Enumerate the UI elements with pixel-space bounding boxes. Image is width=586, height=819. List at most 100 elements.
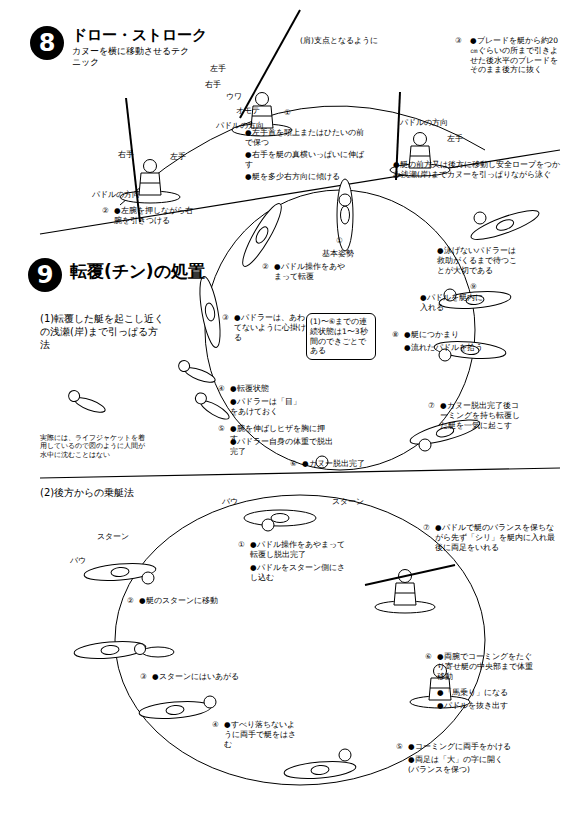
callout-number: ① (284, 108, 291, 118)
section-heading: 9 転覆(チン)の処置 (28, 258, 248, 294)
kayak-topview (237, 200, 287, 270)
note-text: ●両足は「大」の字に開く(バランスを保つ) (408, 755, 503, 775)
note-text: スターン (97, 532, 129, 542)
kayak-topview (138, 699, 211, 721)
note-text: ●パドラーは、あわてないように心掛ける (234, 313, 306, 342)
swimmer (66, 389, 108, 415)
note-text: ●パドルを抜き出す (437, 701, 508, 711)
callout-number: ⑤ (396, 742, 403, 752)
note-text: (2)後方からの乗艇法 (40, 486, 170, 499)
note-text: ●スターンにはいあがる (152, 672, 239, 682)
callout-number: ④ (218, 384, 225, 394)
note-text: ●「馬乗り」になる (437, 688, 508, 698)
section-title: 転覆(チン)の処置 (70, 260, 205, 283)
kayak-topview (468, 205, 541, 245)
paddle (126, 98, 140, 222)
swimmer (176, 359, 218, 385)
note-text: ●パドル操作をあやまって転覆し脱出完了 (250, 540, 350, 560)
note-text: 左手 (170, 152, 186, 162)
callout-number: ⑥ (290, 459, 297, 469)
paddle (240, 10, 300, 118)
note-text: 右手 (205, 80, 221, 90)
note-text: ●カヌー脱出完了 (302, 459, 365, 469)
swimmer (192, 391, 233, 422)
sequence-circle (115, 495, 485, 785)
section-number: 8 (30, 26, 64, 60)
note-text: ●艇のスターンに移動 (139, 596, 218, 606)
section-title: ドロー・ストローク (72, 26, 207, 45)
swimmer (135, 644, 175, 658)
callout-number: ③ (140, 672, 147, 682)
callout-number: ① (238, 540, 245, 550)
note-text: バウ (222, 497, 238, 507)
note-box: (1)〜⑥までの連続状態は1〜3秒間のできごとである (306, 313, 376, 360)
callout-number: ③ (455, 36, 462, 46)
note-text: 左手 (447, 134, 463, 144)
note-text: ●パドルをスターン側にさし込む (250, 563, 350, 583)
section-subtitle: カヌーを横に移動させるテクニック (72, 46, 197, 68)
callout-number: ③ (222, 313, 229, 323)
callout-number: ② (262, 262, 269, 272)
note-text: (肩)支点となるように (300, 36, 400, 46)
sequence-arc (120, 106, 485, 205)
helmet-head (474, 212, 486, 224)
kayak-topview (337, 179, 353, 251)
note-text: ●艇を多少右方向に傾ける (245, 172, 370, 182)
note-text: ウワ (226, 92, 242, 102)
note-text: ●右手を艇の真横いっぱいに伸ばす (245, 150, 370, 170)
note-text: ●流れたパドルを拾う (404, 343, 483, 353)
note-text: パドルの方向 (92, 190, 140, 200)
callout-number: ② (127, 596, 134, 606)
note-text: ●ブレードを艇から約20㎝ぐらいの所まで引きよせた後水平のブレードをそのまま後方… (470, 36, 565, 75)
section-number: 9 (28, 258, 62, 292)
callout-number: ④ (212, 720, 219, 730)
note-text: ●コーミングに両手をかける (408, 742, 511, 752)
note-text: 左手 (210, 64, 226, 74)
kayak-topview (83, 561, 156, 583)
note-text: (1)転覆した艇を起こし近くの浅瀬(岸)まで引っぱる方法 (40, 312, 165, 351)
helmet-head (204, 696, 216, 708)
note-text: パドルの方向 (400, 118, 448, 128)
callout-number: ⑤ (218, 424, 225, 434)
note-text: ●左手首を頭上またはひたいの前で保つ (245, 128, 370, 148)
note-text: ●カヌー脱出完了後コーミングを持ち転覆した艇を一気に起こす (440, 401, 525, 430)
note-text: ●泳げないパドラーは救助がくるまで待つことが大切である (437, 246, 522, 275)
note-text: ●艇の前方又は後方に移動し安全ロープをつかみ浅瀬(岸)までカヌーを引っぱりながら… (393, 160, 563, 180)
note-text: ●パドルを艇内に入れる (420, 293, 490, 313)
note-text: ●パドラー自身の体重で脱出完了 (230, 437, 340, 457)
kayak-topview (283, 759, 356, 781)
note-text: ●艇につかまり (404, 330, 459, 340)
callout-number: ⑦ (423, 523, 430, 533)
callout-number: ⑨ (470, 282, 477, 292)
helmet-head (339, 749, 351, 761)
note-text: ●転覆状態 (230, 384, 269, 394)
helmet-head (142, 572, 154, 584)
note-text: ●両腕でコーミングをたぐり寄せ艇の中央部まで体重移動 (437, 652, 537, 681)
note-text: オモテ (236, 106, 260, 116)
callout-number: ⑥ (425, 652, 432, 662)
paddle (365, 565, 455, 585)
callout-number: ⑦ (428, 401, 435, 411)
kayak-topview (196, 275, 224, 349)
helmet-head (262, 519, 274, 531)
note-text: ●すべり落ちないように両手で艇をはさむ (224, 720, 299, 749)
callout-number: ① (336, 236, 343, 246)
helmet-head (419, 439, 431, 451)
note-text: ●パドルで艇のバランスを保ちながら先ず「シリ」を艇内に入れ最後に両足をいれる (435, 523, 560, 552)
note-text: ●左腕を押しながら右腕を引きつける (114, 206, 194, 226)
helmet-head (339, 194, 351, 206)
callout-number: ② (102, 206, 109, 216)
note-text: ●パドラーは「目」をあけておく (230, 397, 302, 417)
note-text: ●パドル操作をあやまって転覆 (274, 262, 346, 282)
note-text: 右手 (118, 150, 134, 160)
note-text: (1)〜⑥までの連続状態は1〜3秒間のできごとである (310, 317, 372, 356)
note-text: バウ (70, 556, 86, 566)
section-divider (40, 468, 560, 478)
note-text: 実際には、ライフジャケットを着用しているので図のように人間が水中に沈むことはない (40, 434, 145, 459)
kayak-topview (244, 510, 316, 526)
note-text: スターン (332, 497, 364, 507)
note-text: 基本姿勢 (322, 249, 354, 259)
paddler-figure (390, 133, 450, 177)
callout-number: ⑧ (392, 330, 399, 340)
